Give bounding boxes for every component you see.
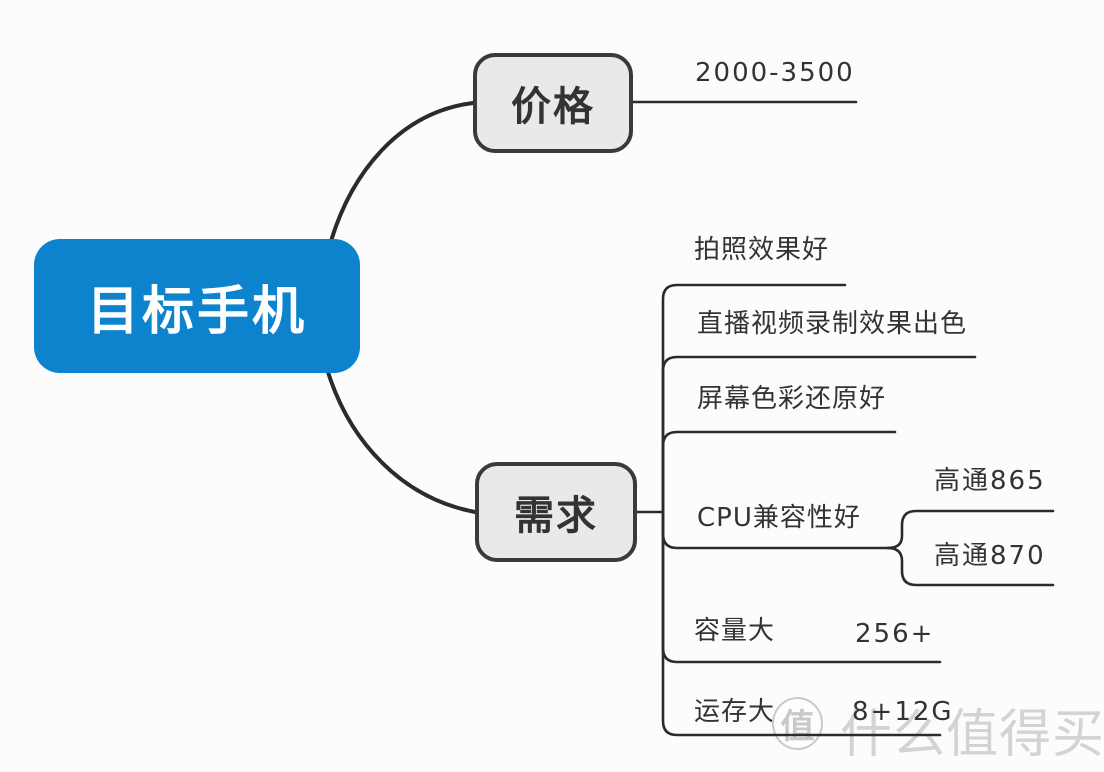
branch-price-label: 价格 — [511, 84, 595, 130]
leaf-price-range: 2000-3500 — [695, 58, 855, 88]
leaf-ram: 运存大 — [694, 697, 776, 727]
connector-screen-color — [661, 430, 897, 514]
branch-needs-label: 需求 — [514, 493, 598, 539]
connector-root-price — [329, 101, 475, 243]
leaf-cpu-compatibility: CPU兼容性好 — [697, 503, 861, 533]
branch-node-needs: 需求 — [475, 462, 637, 562]
root-node-target-phone: 目标手机 — [34, 239, 360, 373]
branch-node-price: 价格 — [473, 53, 633, 153]
leaf-ram-value: 8+12G — [852, 697, 954, 727]
leaf-live-video-recording: 直播视频录制效果出色 — [697, 309, 968, 339]
connector-root-needs — [326, 370, 477, 514]
leaf-capacity-value: 256+ — [855, 619, 935, 649]
leaf-qualcomm-870: 高通870 — [934, 541, 1046, 571]
leaf-screen-color: 屏幕色彩还原好 — [697, 384, 887, 414]
leaf-qualcomm-865: 高通865 — [934, 466, 1046, 496]
leaf-photo-quality: 拍照效果好 — [694, 235, 830, 265]
root-node-label: 目标手机 — [86, 281, 307, 342]
watermark-logo-glyph: 值 — [780, 707, 815, 747]
watermark-logo-badge: 值 — [772, 697, 823, 750]
connector-live-video — [661, 355, 977, 514]
leaf-capacity: 容量大 — [694, 616, 776, 646]
